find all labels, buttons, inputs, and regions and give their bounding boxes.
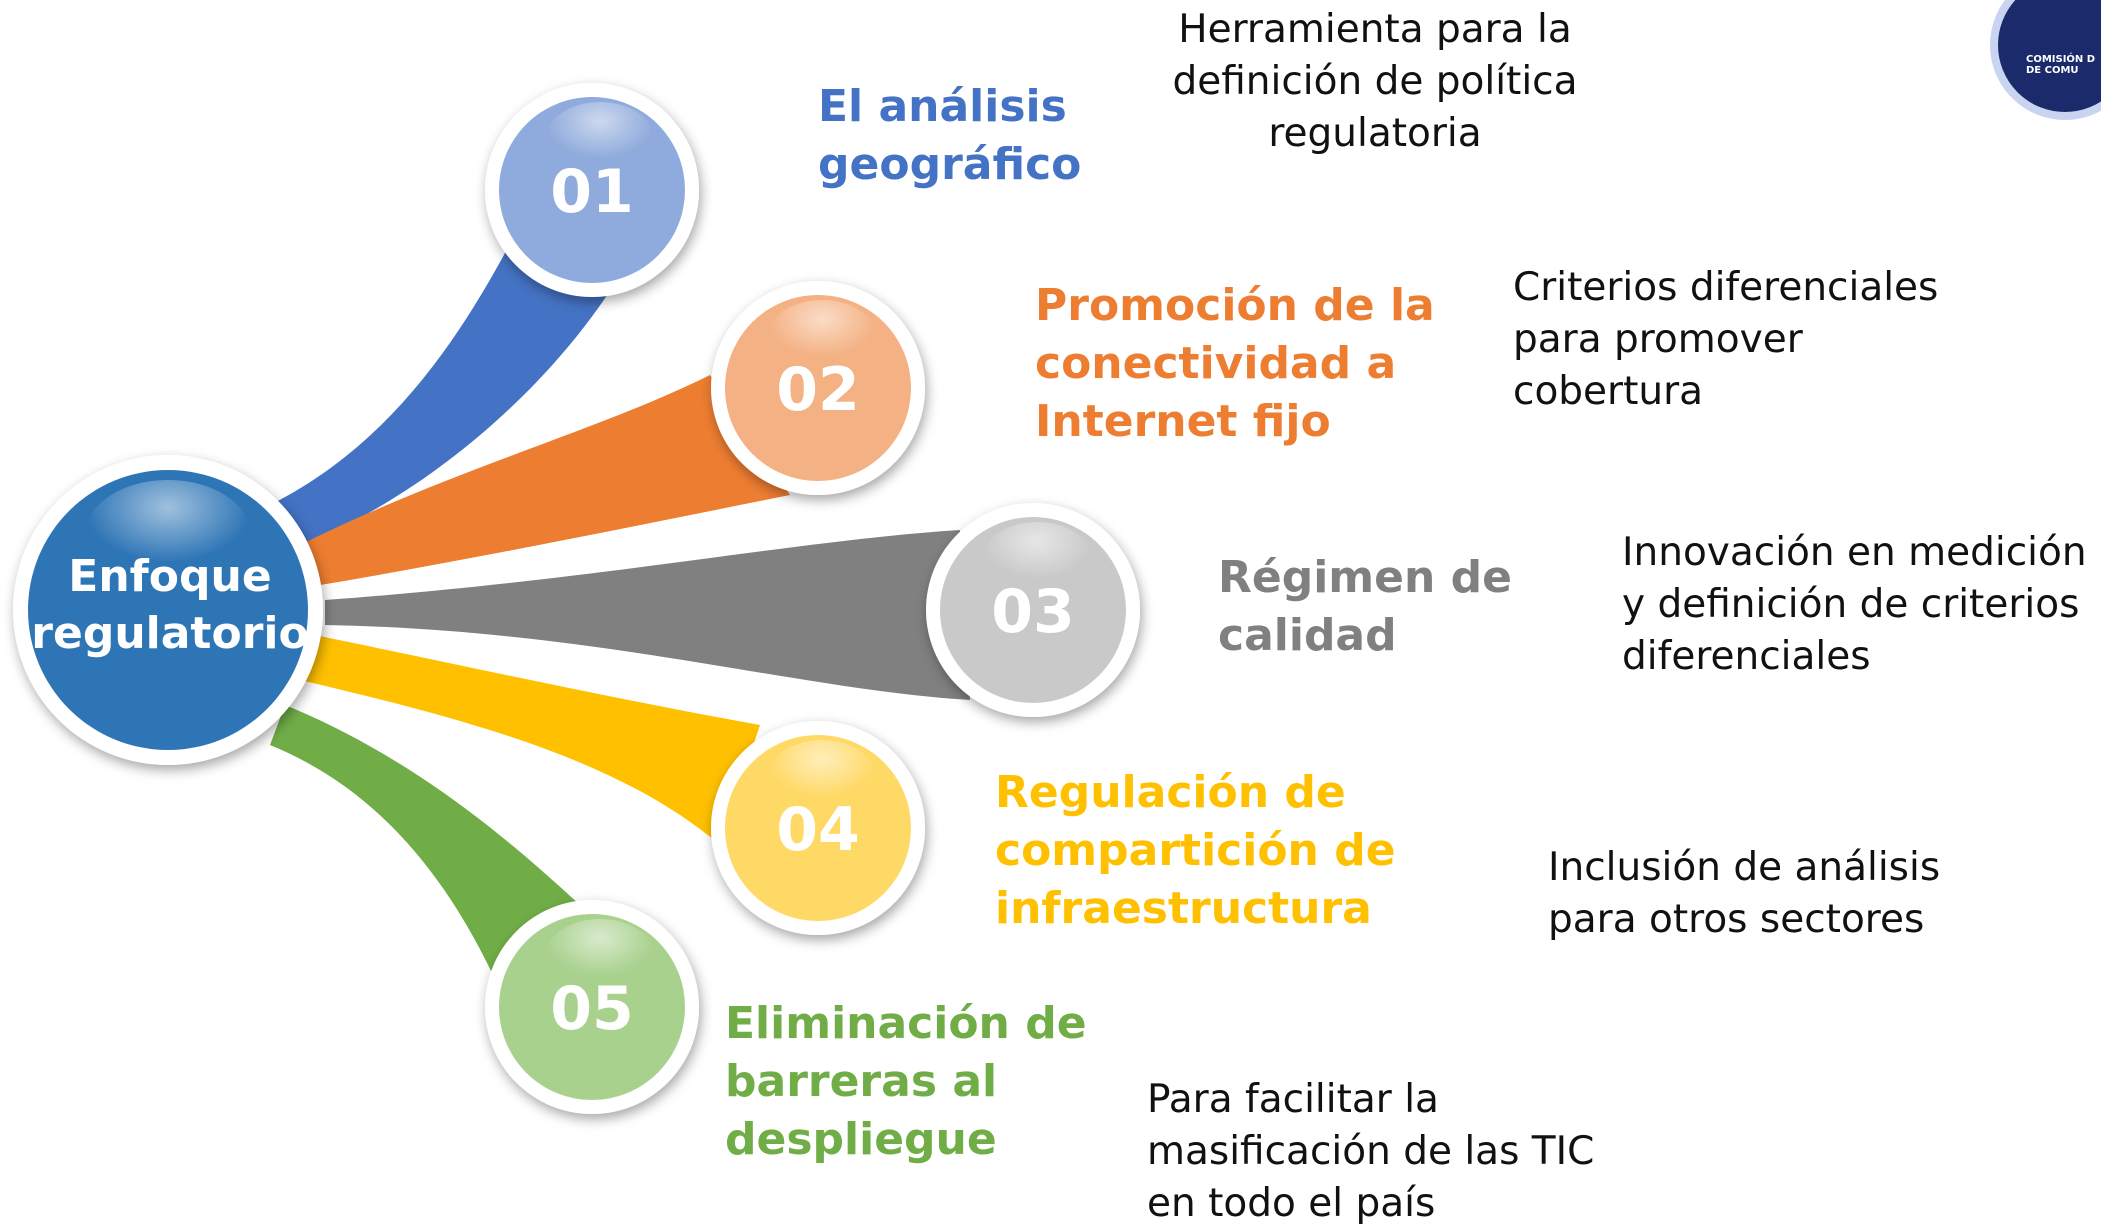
ribbon-05 — [270, 705, 580, 990]
item-03-title-line: calidad — [1218, 610, 1397, 661]
item-02-title-line: Promoción de la — [1035, 280, 1435, 331]
item-03-desc-line: Innovación en medición — [1622, 530, 2087, 575]
item-03-desc-line: y definición de criterios — [1622, 582, 2080, 627]
item-01-desc-line: regulatoria — [1268, 111, 1482, 156]
item-04-title: Regulación de compartición de infraestru… — [995, 764, 1396, 938]
logo-text-line: DE COMU — [2026, 65, 2079, 76]
item-04-desc-line: Inclusión de análisis — [1548, 845, 1941, 890]
item-05-title-line: Eliminación de — [725, 998, 1087, 1049]
node-01: 01 — [485, 83, 699, 297]
logo-text-line: COMISIÓN D — [2026, 54, 2096, 65]
node-02-number: 02 — [776, 355, 860, 425]
item-02-desc-line: cobertura — [1513, 369, 1704, 414]
item-02-title: Promoción de la conectividad a Internet … — [1035, 277, 1435, 451]
item-02-title-line: Internet fijo — [1035, 396, 1331, 447]
center-label-line: Enfoque — [68, 551, 272, 602]
item-01-title-line: El análisis — [818, 81, 1067, 132]
center-label: Enfoque regulatorio — [10, 548, 330, 662]
item-01-desc-line: Herramienta para la — [1178, 7, 1572, 52]
item-03-title: Régimen de calidad — [1218, 549, 1512, 665]
center-label-line: regulatorio — [31, 608, 309, 659]
item-02-desc-line: Criterios diferenciales — [1513, 265, 1939, 310]
item-05-title-line: barreras al — [725, 1056, 998, 1107]
node-02: 02 — [711, 281, 925, 495]
node-01-number: 01 — [550, 157, 634, 227]
item-01-title: El análisis geográfico — [818, 78, 1081, 194]
node-04: 04 — [711, 721, 925, 935]
ribbon-03 — [325, 530, 970, 700]
ribbon-04 — [300, 635, 760, 845]
node-03: 03 — [926, 503, 1140, 717]
item-01-title-line: geográfico — [818, 139, 1082, 190]
item-05-desc-line: Para facilitar la — [1147, 1077, 1439, 1122]
item-04-title-line: compartición de — [995, 825, 1396, 876]
item-05-desc-line: en todo el país — [1147, 1181, 1436, 1226]
item-05-description: Para facilitar la masificación de las TI… — [1147, 1074, 1594, 1226]
ribbon-01 — [270, 225, 620, 545]
item-05-title: Eliminación de barreras al despliegue — [725, 995, 1087, 1169]
organization-logo: COMISIÓN D DE COMU — [1990, 0, 2101, 120]
node-05-number: 05 — [550, 974, 634, 1044]
item-03-desc-line: diferenciales — [1622, 634, 1871, 679]
item-01-description: Herramienta para la definición de políti… — [1160, 4, 1590, 160]
item-04-title-line: Regulación de — [995, 767, 1346, 818]
node-05: 05 — [485, 900, 699, 1114]
node-03-number: 03 — [991, 577, 1075, 647]
item-05-desc-line: masificación de las TIC — [1147, 1129, 1595, 1174]
item-05-title-line: despliegue — [725, 1114, 997, 1165]
item-02-title-line: conectividad a — [1035, 338, 1397, 389]
item-03-title-line: Régimen de — [1218, 552, 1512, 603]
node-04-number: 04 — [776, 795, 860, 865]
item-04-title-line: infraestructura — [995, 883, 1372, 934]
ribbon-02 — [300, 375, 790, 585]
item-01-desc-line: definición de política — [1172, 59, 1578, 104]
item-04-description: Inclusión de análisis para otros sectore… — [1548, 842, 1940, 946]
item-03-description: Innovación en medición y definición de c… — [1622, 527, 2087, 683]
item-02-desc-line: para promover — [1513, 317, 1803, 362]
item-04-desc-line: para otros sectores — [1548, 897, 1925, 942]
center-node — [13, 455, 323, 765]
item-02-description: Criterios diferenciales para promover co… — [1513, 262, 1938, 418]
